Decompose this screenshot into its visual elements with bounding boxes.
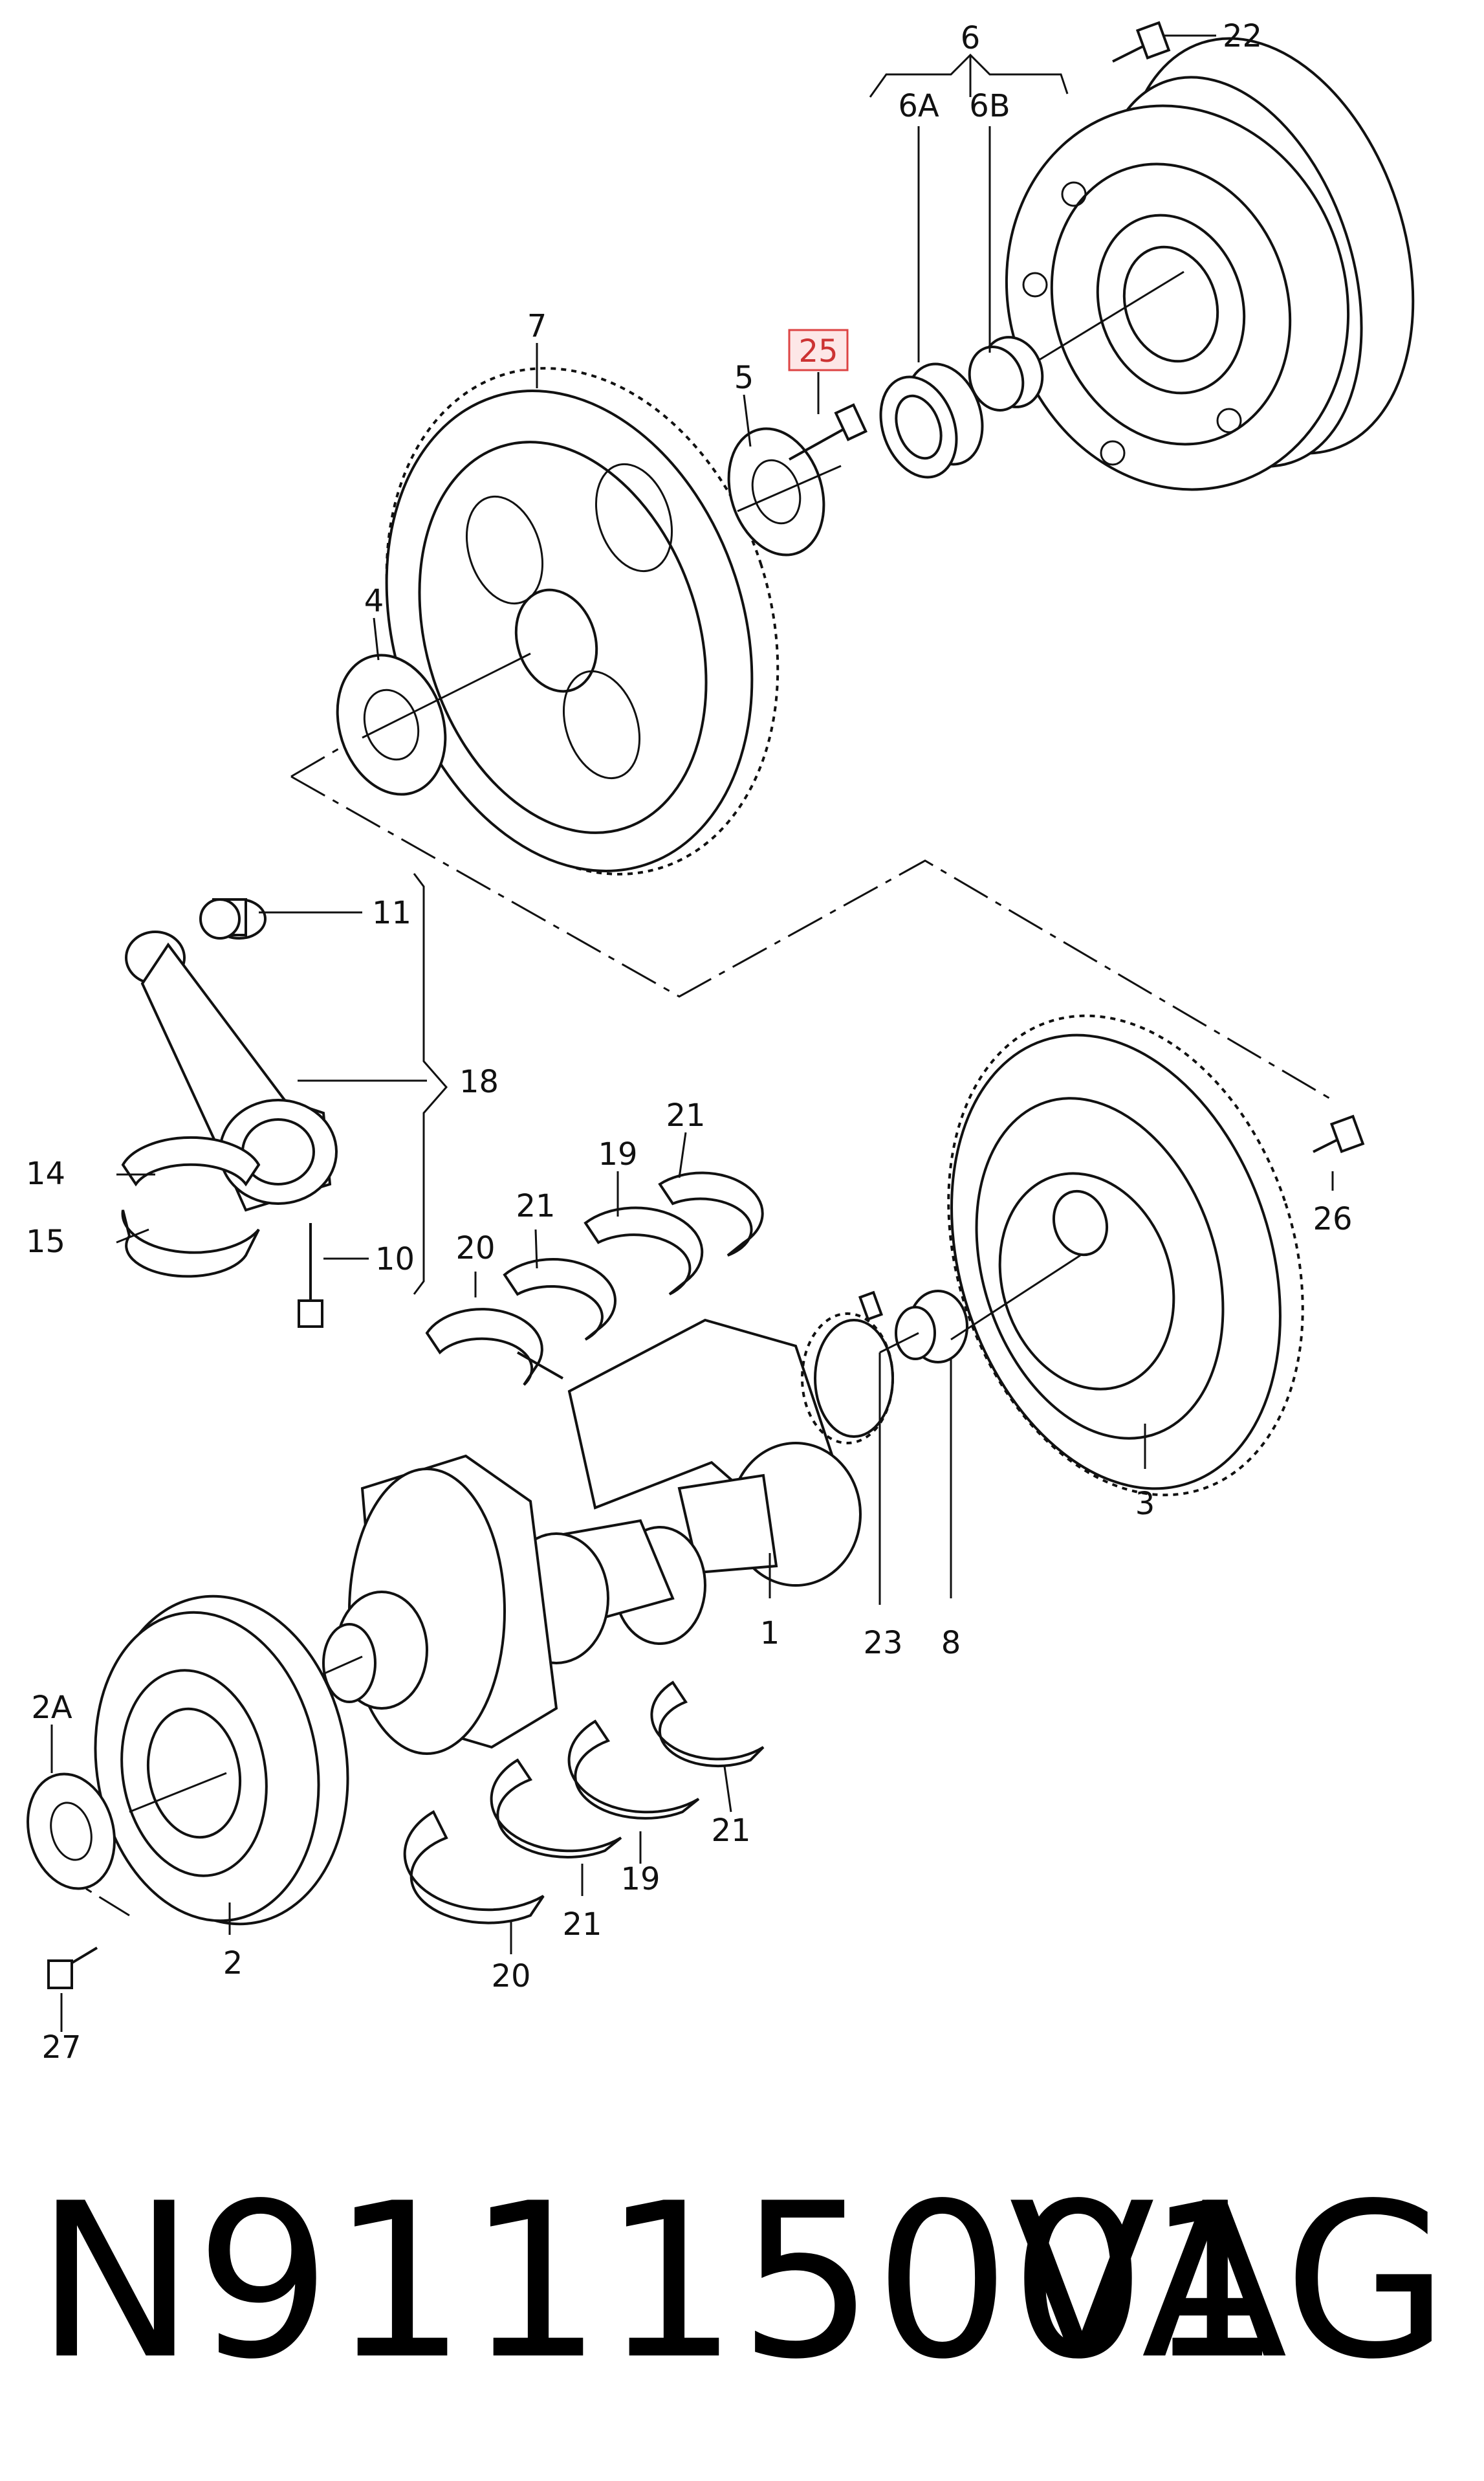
label-19-lower: 19 xyxy=(620,1861,660,1897)
label-1: 1 xyxy=(760,1615,780,1651)
label-4: 4 xyxy=(364,583,384,619)
label-21-lower-a: 21 xyxy=(562,1906,602,1943)
highlight-box-25 xyxy=(788,329,849,371)
label-11: 11 xyxy=(372,895,411,931)
label-22: 22 xyxy=(1223,18,1262,54)
label-5: 5 xyxy=(734,360,754,396)
label-10: 10 xyxy=(375,1241,415,1277)
label-14: 14 xyxy=(26,1156,65,1192)
brand-name: VAG xyxy=(1009,2157,1449,2406)
label-21-lower-b: 21 xyxy=(711,1813,750,1849)
label-19-upper: 19 xyxy=(598,1136,637,1173)
flywheel[interactable] xyxy=(889,969,1361,1541)
dual-mass-flywheel[interactable] xyxy=(957,1,1463,534)
label-23: 23 xyxy=(863,1625,902,1661)
bearing-shell-15[interactable] xyxy=(121,1209,260,1278)
label-8: 8 xyxy=(941,1625,961,1661)
rod-bolt-10[interactable] xyxy=(298,1223,323,1328)
bolt-26[interactable] xyxy=(1313,1114,1365,1153)
main-bearing-shells-lower[interactable] xyxy=(403,1681,765,1924)
vibration-damper-pulley[interactable] xyxy=(72,1577,373,1944)
label-6b: 6B xyxy=(969,88,1010,124)
washer-4[interactable] xyxy=(320,641,531,809)
main-bearing-shells-upper[interactable] xyxy=(425,1171,764,1386)
label-2a: 2A xyxy=(31,1690,72,1726)
pin-23[interactable] xyxy=(858,1290,884,1321)
label-21-upper-a: 21 xyxy=(516,1188,555,1224)
label-3: 3 xyxy=(1135,1486,1155,1522)
label-15: 15 xyxy=(26,1224,65,1260)
flexplate-ring-gear[interactable] xyxy=(324,317,841,925)
bolt-27[interactable] xyxy=(47,1946,98,1989)
leader-lines xyxy=(50,34,1334,2032)
label-20-lower: 20 xyxy=(491,1958,530,1994)
crank-gear[interactable] xyxy=(801,1312,894,1444)
bolt-25[interactable] xyxy=(789,403,867,461)
washer-5[interactable] xyxy=(714,416,842,567)
label-7: 7 xyxy=(527,308,547,344)
label-20-upper: 20 xyxy=(455,1230,495,1266)
washer-2a[interactable] xyxy=(16,1764,127,1899)
label-2: 2 xyxy=(223,1945,243,1981)
label-25: 25 xyxy=(798,333,838,369)
part-number: N91115001 xyxy=(36,2157,1282,2406)
label-27: 27 xyxy=(41,2029,81,2066)
label-6: 6 xyxy=(961,20,981,56)
label-6a: 6A xyxy=(898,88,939,124)
pilot-bearing-6a[interactable] xyxy=(867,353,996,488)
crankshaft[interactable] xyxy=(303,1318,894,1755)
callout-labels: 6 6A 6B 22 7 5 25 4 11 18 14 15 10 20 21… xyxy=(26,18,1353,2066)
label-18: 18 xyxy=(459,1064,499,1100)
label-26: 26 xyxy=(1313,1201,1352,1237)
bushing-8[interactable] xyxy=(879,1290,968,1363)
bolt-22[interactable] xyxy=(1112,21,1171,63)
label-21-upper-b: 21 xyxy=(666,1097,705,1134)
sleeve-6b[interactable] xyxy=(961,329,1052,418)
bearing-shell-14[interactable] xyxy=(121,1136,261,1187)
bushing-11[interactable] xyxy=(199,898,267,940)
